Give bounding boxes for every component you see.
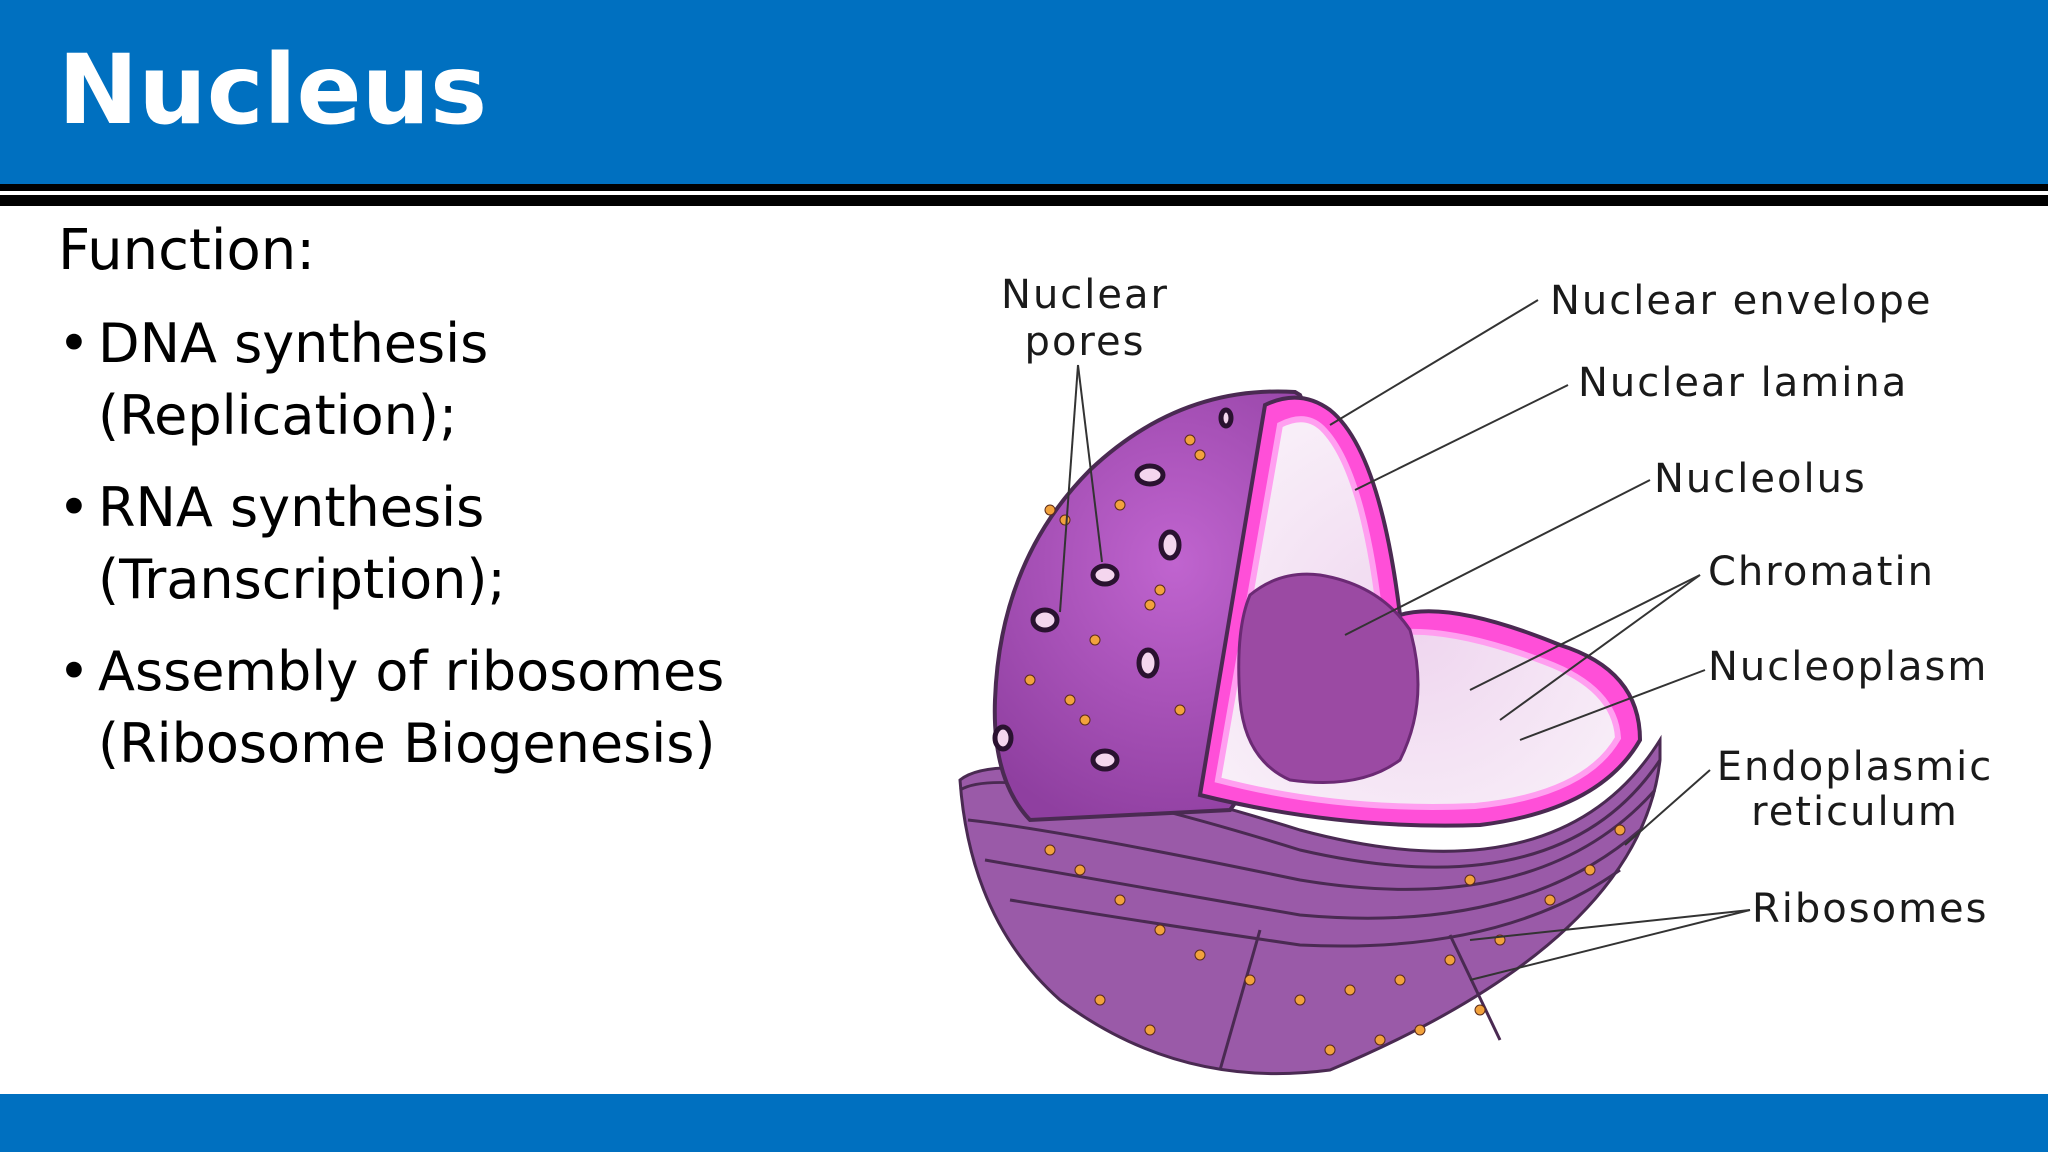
bullet-text-line1: Assembly of ribosomes bbox=[98, 640, 725, 703]
bullet-icon: • bbox=[58, 312, 90, 375]
leader-lines bbox=[1059, 299, 1751, 981]
bullet-text-line1: DNA synthesis bbox=[98, 312, 489, 375]
header-divider bbox=[0, 184, 2048, 206]
nuclear-pores bbox=[992, 407, 1234, 772]
label-nucleoplasm: Nucleoplasm bbox=[1708, 644, 1988, 690]
label-ribosomes: Ribosomes bbox=[1752, 886, 1989, 932]
label-nuclear-envelope: Nuclear envelope bbox=[1550, 278, 1933, 324]
title-bar: Nucleus bbox=[0, 0, 2048, 184]
function-label: Function: bbox=[58, 218, 316, 283]
label-nuclear-pores-line1: Nuclear bbox=[1001, 272, 1169, 318]
list-item: • DNA synthesis (Replication); bbox=[58, 308, 778, 452]
label-endoplasmic-reticulum-line2: reticulum bbox=[1751, 789, 1959, 835]
label-nuclear-pores-line2: pores bbox=[1025, 319, 1146, 365]
bullet-icon: • bbox=[58, 476, 90, 539]
label-chromatin: Chromatin bbox=[1708, 549, 1935, 595]
function-list: • DNA synthesis (Replication); • RNA syn… bbox=[58, 308, 778, 800]
bullet-text-line2: (Ribosome Biogenesis) bbox=[98, 712, 716, 775]
bullet-text-line2: (Transcription); bbox=[98, 548, 506, 611]
ribosome-dots bbox=[1024, 434, 1626, 1056]
bullet-text-line2: (Replication); bbox=[98, 384, 458, 447]
list-item: • Assembly of ribosomes (Ribosome Biogen… bbox=[58, 636, 778, 780]
nucleus-diagram: Nuclear pores Nuclear envelope Nuclear l… bbox=[958, 272, 1993, 1076]
bullet-text-line1: RNA synthesis bbox=[98, 476, 485, 539]
endoplasmic-reticulum-shape bbox=[958, 734, 1662, 1076]
bullet-icon: • bbox=[58, 640, 90, 703]
slide-title: Nucleus bbox=[58, 34, 488, 146]
label-endoplasmic-reticulum-line1: Endoplasmic bbox=[1717, 744, 1993, 790]
label-nuclear-lamina: Nuclear lamina bbox=[1578, 360, 1908, 406]
nucleolus-shape bbox=[1237, 572, 1420, 784]
list-item: • RNA synthesis (Transcription); bbox=[58, 472, 778, 616]
footer-bar bbox=[0, 1094, 2048, 1152]
label-nucleolus: Nucleolus bbox=[1654, 456, 1867, 502]
